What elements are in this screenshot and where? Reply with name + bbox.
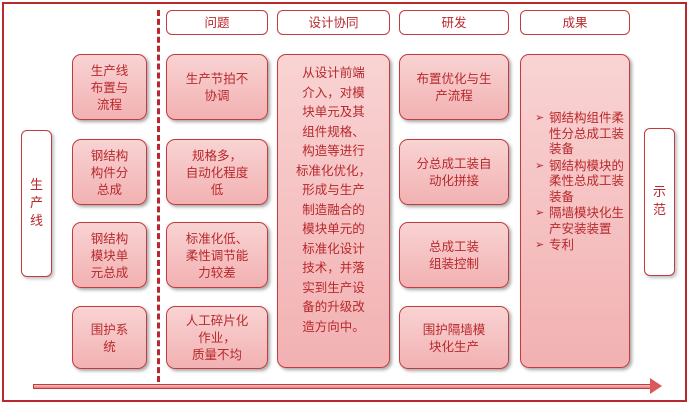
rnd-item: 布置优化与生 产流程 (399, 54, 509, 120)
diagram-frame (2, 2, 687, 402)
row-label-steel-module: 钢结构 模块单 元总成 (72, 222, 147, 288)
rnd-item: 分总成工装自 动化拼接 (399, 139, 509, 205)
outcomes-panel: ➢钢结构组件柔性分总成工装装备 ➢钢结构模块的柔性总成工装装备 ➢隔墙模块化生产… (520, 54, 630, 368)
arrow-bullet-icon: ➢ (535, 206, 545, 219)
header-rnd: 研发 (399, 10, 509, 35)
problem-item: 标准化低、 柔性调节能 力较差 (166, 222, 268, 288)
outcome-item: ➢隔墙模块化生产安装装置 (535, 205, 625, 236)
flow-arrow-shaft (33, 384, 653, 389)
header-problems: 问题 (166, 10, 268, 35)
problem-item: 规格多， 自动化程度 低 (166, 139, 268, 205)
problem-item: 人工碎片化 作业， 质量不均 (166, 306, 268, 369)
outcome-item: ➢钢结构组件柔性分总成工装装备 (535, 110, 625, 156)
row-label-enclosure: 围护系 统 (72, 306, 147, 369)
arrow-bullet-icon: ➢ (535, 111, 545, 124)
arrow-bullet-icon: ➢ (535, 158, 545, 172)
header-design-collab: 设计协同 (277, 10, 390, 35)
header-outcomes: 成果 (520, 10, 630, 35)
outcomes-list: ➢钢结构组件柔性分总成工装装备 ➢钢结构模块的柔性总成工装装备 ➢隔墙模块化生产… (535, 110, 625, 254)
right-side-label: 示 范 (644, 128, 675, 276)
row-label-steel-component: 钢结构 构件分 总成 (72, 139, 147, 205)
left-side-label: 生 产 线 (21, 130, 52, 277)
design-collab-description: 从设计前端 介入，对模 块单元及其 组件规格、 构造等进行 标准化优化， 形成与… (277, 54, 390, 368)
arrow-bullet-icon: ➢ (535, 238, 545, 251)
problem-item: 生产节拍不 协调 (166, 54, 268, 120)
outcome-item: ➢专利 (535, 237, 575, 252)
row-label-production-line: 生产线 布置与 流程 (72, 54, 147, 120)
rnd-item: 总成工装 组装控制 (399, 222, 509, 288)
outcome-item: ➢钢结构模块的柔性总成工装装备 (535, 157, 625, 204)
flow-arrow-head-icon (650, 378, 662, 394)
rnd-item: 围护隔墙模 块化生产 (399, 306, 509, 369)
dashed-divider (157, 10, 160, 382)
